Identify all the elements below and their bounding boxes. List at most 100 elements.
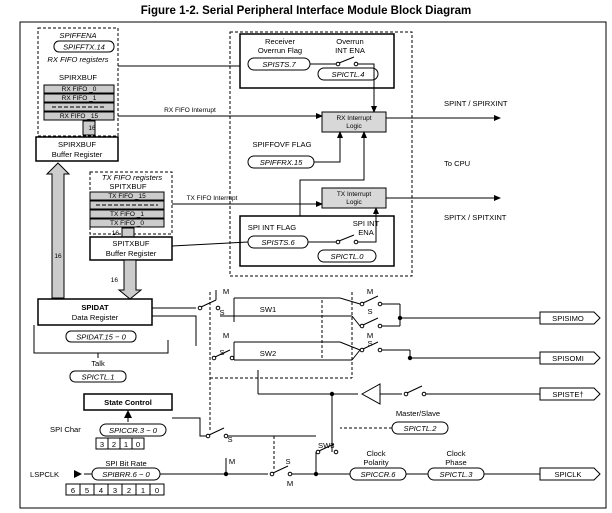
rx-int-logic-line2: Logic [346, 123, 362, 130]
spitx-label: SPITX / SPITXINT [444, 213, 507, 222]
outer-frame [19, 21, 607, 509]
rx-fifo-group [37, 27, 119, 137]
spidat-desc: Data Register [72, 313, 119, 322]
spint-label: SPINT / SPIRXINT [444, 99, 508, 108]
tx-fifo-slot1 [89, 209, 165, 219]
pin-group: SPISIMO SPISOMI SPISTE† SPICLK [539, 311, 601, 481]
spi-char-bit: 2 [112, 440, 116, 449]
spi-int-switch-blade [338, 234, 355, 242]
spitxbuf-name: SPITXBUF [112, 239, 149, 248]
tx-fifo-buf-label: SPITXBUF [109, 182, 146, 191]
clock-phase-line2: Phase [445, 458, 467, 467]
rx-int-logic-line1: RX Interrupt [336, 115, 371, 122]
spi-int-ena-line1: SPI INT [353, 219, 380, 228]
junction-ste [329, 391, 335, 397]
spitxbuf-to-flag [171, 241, 249, 247]
rx-fifo-slot15-text: RX FIFO _15 [60, 113, 99, 120]
rx-fifo-registers-label: RX FIFO registers [47, 55, 108, 64]
talk-wire [33, 325, 169, 354]
spi-bit-rate-bit: 4 [99, 486, 103, 495]
overrun-box [239, 33, 395, 89]
spictl3-oval [427, 467, 485, 481]
spi-int-flag-label: SPI INT FLAG [248, 223, 296, 232]
spi-bit-rate-bit: 0 [155, 486, 159, 495]
pin-spiste[interactable] [539, 387, 601, 401]
tx-fifo-bus [121, 227, 135, 238]
spi-bit-rate-bits: 6 5 4 3 2 1 0 [65, 483, 165, 496]
state-control-label: State Control [104, 398, 152, 407]
clock-phase-line1: Clock [447, 449, 466, 458]
spictl2-text: SPICTL.2 [404, 424, 438, 433]
pin-spisomi-label: SPISOMI [552, 354, 584, 363]
clock-polarity-line2: Polarity [363, 458, 389, 467]
pin-spisimo-label: SPISIMO [552, 314, 584, 323]
clock-polarity-line1: Clock [367, 449, 386, 458]
sw1-s-label: S [219, 308, 224, 317]
spiffrx15-text: SPIFFRX.15 [260, 158, 303, 167]
spirxbuf-desc: Buffer Register [52, 150, 103, 159]
spi-int-box [239, 215, 395, 267]
spitxbuf-to-spidat-bus [117, 259, 143, 300]
pin-spiclk[interactable] [539, 467, 601, 481]
pin-spiclk-label: SPICLK [554, 470, 581, 479]
spi-int-to-tx-logic [358, 207, 379, 243]
tx-fifo-slot0-text: TX FIFO _0 [110, 220, 144, 227]
spi-bit-rate-label: SPI Bit Rate [105, 459, 146, 468]
overrun-int-ena-line2: INT ENA [335, 46, 366, 55]
junction-clk-a [223, 471, 229, 477]
spidat-to-spirxbuf-bus [45, 162, 71, 299]
spi-char-bits: 3 2 1 0 [95, 437, 145, 450]
spirxbuf-name: SPIRXBUF [58, 140, 96, 149]
tx-int-logic-line2: Logic [346, 199, 362, 206]
tx-fifo-slot15-text: TX FIFO _15 [108, 193, 146, 200]
switch-network [84, 290, 540, 477]
spidat-reg-text: SPIDAT.15 − 0 [76, 333, 126, 342]
to-cpu-label: To CPU [444, 159, 470, 168]
sw1-m-label: M [223, 287, 229, 296]
lspclk-arrow [74, 470, 82, 478]
spists7-text: SPISTS.7 [262, 60, 296, 69]
spi-char-label: SPI Char [50, 425, 81, 434]
spi-bit-rate-bit: 1 [141, 486, 145, 495]
talk-label: Talk [91, 359, 105, 368]
spi-bit-rate-bit: 6 [71, 486, 75, 495]
spirxbuf-register [35, 136, 119, 162]
tx-int-logic-line1: TX Interrupt [337, 191, 372, 198]
tx-fifo-slot0 [89, 218, 165, 228]
r2-m-label: M [367, 331, 373, 340]
spictl4-text: SPICTL.4 [332, 70, 365, 79]
pin-spisomi[interactable] [539, 351, 601, 365]
spiccr6-text: SPICCR.6 [360, 470, 396, 479]
clk-m-label: M [287, 479, 293, 488]
master-slave-label: Master/Slave [396, 409, 440, 418]
junction-clk-b [313, 471, 319, 477]
rx-fifo-slot1-text: RX FIFO _1 [62, 95, 97, 102]
spi-char-bit: 1 [124, 440, 128, 449]
sw2-m-label: M [223, 331, 229, 340]
spi-int-switch-b [353, 239, 359, 245]
spi-bit-rate-bit: 5 [85, 486, 89, 495]
spi-int-switch-a [335, 239, 341, 245]
tx-fifo-interrupt-label: TX FIFO Interrupt [187, 195, 238, 202]
tx-fifo-bus-width: 16 [112, 230, 120, 237]
receiver-overrun-line2: Overrun Flag [258, 46, 302, 55]
rx-fifo-bus [82, 120, 96, 136]
sw2-label: SW2 [260, 349, 276, 358]
spictl3-text: SPICTL.3 [440, 470, 474, 479]
overrun-int-ena-line1: Overrun [336, 37, 363, 46]
spifftx-reg [53, 40, 115, 53]
spidat-name: SPIDAT [81, 303, 109, 312]
spiccr30-text: SPICCR.3 − 0 [109, 426, 158, 435]
spiffovf-to-rx-logic [314, 131, 343, 163]
rx-fifo-slot0-text: RX FIFO _0 [62, 86, 97, 93]
spibrr-oval [91, 467, 161, 481]
spiffovf-flag-label: SPIFFOVF FLAG [252, 140, 311, 149]
lspclk-label: LSPCLK [30, 470, 59, 479]
spictl0-oval [317, 249, 377, 263]
tx-fifo-slot15 [89, 191, 165, 201]
tx-fifo-slot1-text: TX FIFO _1 [110, 211, 144, 218]
sw1-label: SW1 [260, 305, 276, 314]
spidat-reg-oval [65, 330, 137, 343]
pin-spisimo[interactable] [539, 311, 601, 325]
rx-fifo-interrupt-label: RX FIFO Interrupt [164, 107, 216, 114]
